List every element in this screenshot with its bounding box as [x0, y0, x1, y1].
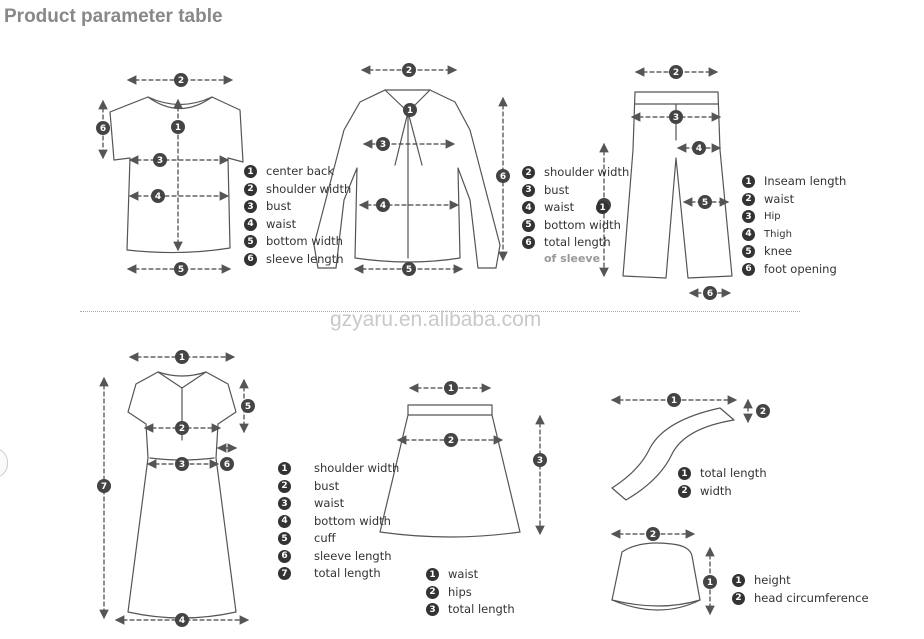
svg-text:4: 4: [179, 616, 185, 626]
svg-text:4: 4: [380, 201, 386, 211]
hat-drawing: [611, 542, 701, 611]
svg-text:2: 2: [179, 424, 185, 434]
svg-text:1: 1: [175, 123, 181, 133]
watermark: gzyaru.en.alibaba.com: [330, 308, 542, 331]
svg-text:5: 5: [406, 265, 412, 275]
svg-text:6: 6: [500, 172, 506, 182]
svg-text:6: 6: [100, 124, 106, 134]
scarf-drawing: [611, 407, 735, 501]
svg-text:3: 3: [179, 460, 185, 470]
drawing-badges: 2 1 3 4 5 6 2 1 3 4 5 6 2 3 1 4 5 6 1 2 …: [96, 63, 770, 627]
svg-text:3: 3: [157, 156, 163, 166]
svg-text:4: 4: [696, 144, 702, 154]
sleeve-note: of sleeve: [544, 252, 601, 265]
svg-text:2: 2: [178, 76, 184, 86]
svg-text:6: 6: [224, 460, 230, 470]
svg-text:5: 5: [178, 265, 184, 275]
svg-text:2: 2: [448, 436, 454, 446]
svg-text:2: 2: [760, 407, 766, 417]
page-title: Product parameter table: [4, 6, 223, 27]
hat-measure-lines: [610, 529, 715, 616]
svg-text:4: 4: [155, 192, 161, 202]
svg-text:1: 1: [448, 384, 454, 394]
svg-text:2: 2: [673, 68, 679, 78]
tshirt-measure-lines: [98, 75, 234, 274]
svg-text:2: 2: [650, 530, 656, 540]
svg-text:7: 7: [101, 482, 107, 492]
skirt-measure-lines: [396, 383, 545, 536]
svg-text:6: 6: [707, 289, 713, 299]
svg-text:1: 1: [671, 396, 677, 406]
skirt-drawing: [379, 404, 521, 538]
scarf-measure-lines: [610, 395, 753, 424]
svg-text:3: 3: [673, 113, 679, 123]
dress-drawing: [127, 371, 237, 619]
blouse-drawing: [313, 89, 501, 269]
svg-text:1: 1: [179, 353, 185, 363]
section-divider: [80, 311, 800, 312]
dress-measure-lines: [99, 352, 250, 625]
svg-text:5: 5: [702, 198, 708, 208]
svg-text:1: 1: [707, 578, 713, 588]
svg-text:5: 5: [245, 402, 251, 412]
svg-text:3: 3: [537, 456, 543, 466]
svg-text:1: 1: [407, 106, 413, 116]
svg-text:3: 3: [380, 140, 386, 150]
svg-text:2: 2: [406, 66, 412, 76]
